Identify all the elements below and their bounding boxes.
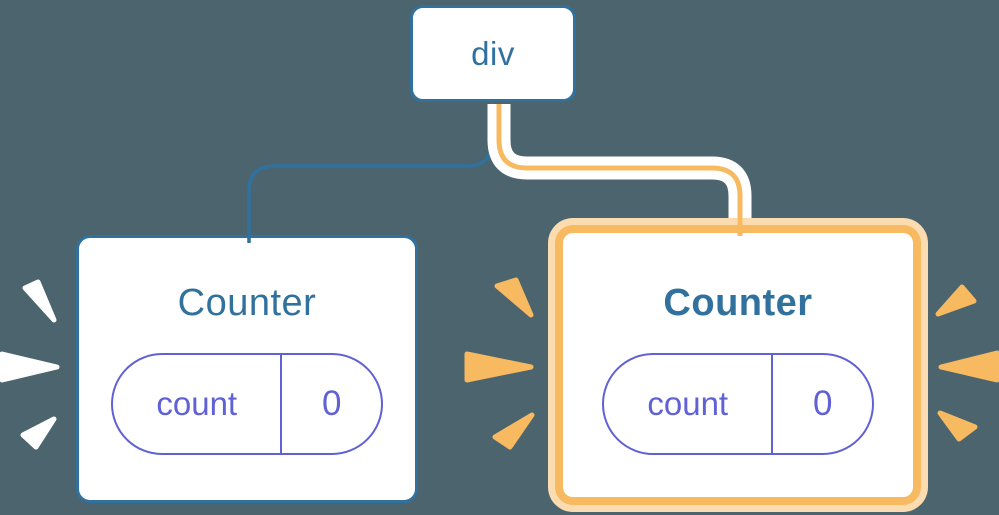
burst-icon-right-counter-right <box>935 284 999 442</box>
burst-ray <box>935 284 977 317</box>
edge-root-to-left-counter <box>247 103 494 243</box>
state-name-right: count <box>604 355 774 453</box>
edge-root-to-right-counter <box>496 104 743 236</box>
counter-card-left: Counter count 0 <box>76 235 418 503</box>
state-value-right: 0 <box>813 384 833 423</box>
burst-ray <box>938 350 999 383</box>
burst-ray <box>0 351 60 383</box>
state-value-left: 0 <box>322 384 342 423</box>
root-node-div: div <box>410 5 576 102</box>
burst-ray <box>492 412 535 450</box>
counter-card-right-highlighted: Counter count 0 <box>555 225 921 505</box>
burst-icon-left-counter <box>0 279 60 450</box>
counter-title-right: Counter <box>663 282 813 324</box>
burst-icon-right-counter-left <box>464 277 535 450</box>
burst-ray <box>464 351 534 383</box>
burst-ray <box>20 416 57 450</box>
root-node-label: div <box>471 34 515 72</box>
burst-ray <box>494 277 534 318</box>
state-pill-right: count 0 <box>602 353 874 455</box>
state-pill-left: count 0 <box>111 353 383 455</box>
counter-title-left: Counter <box>177 282 317 324</box>
state-name-left: count <box>113 355 283 453</box>
burst-ray <box>22 279 57 323</box>
burst-ray <box>937 410 978 442</box>
edge-root-to-right-counter-casing <box>487 104 752 218</box>
